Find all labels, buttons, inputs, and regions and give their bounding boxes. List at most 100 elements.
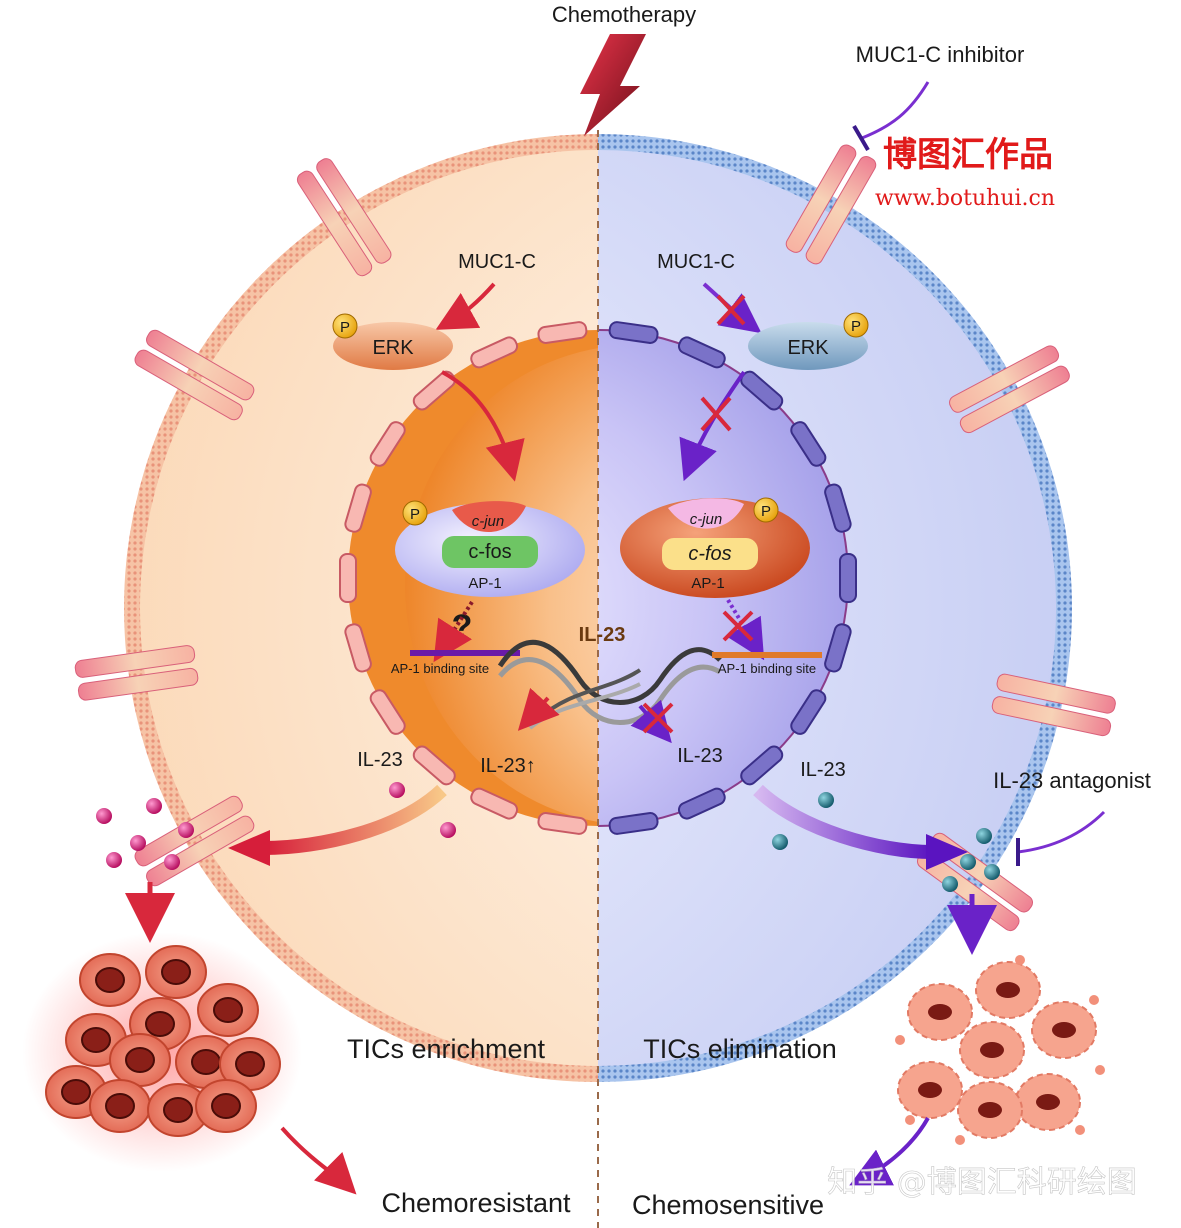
nuclear-pore-segment	[677, 787, 726, 820]
chemoresistant-label: Chemoresistant	[381, 1188, 571, 1218]
receptor	[134, 329, 255, 421]
cfos-left-label: c-fos	[468, 541, 511, 563]
muc1c-left-label: MUC1-C	[458, 251, 536, 273]
il23-cluster-right	[942, 828, 1000, 892]
il23-particle	[772, 834, 788, 850]
nuclear-pore-segment	[824, 623, 852, 673]
nuclear-pore-segment	[470, 787, 519, 820]
cjun-right-shape	[668, 498, 744, 529]
tumor-cell	[957, 1081, 1023, 1139]
erk-left	[333, 322, 453, 370]
nuclear-pore-segment	[369, 421, 406, 467]
chemoresistant-arrow	[280, 1126, 357, 1195]
secretion-arrow-left	[263, 784, 447, 855]
cell-debris	[1015, 955, 1025, 965]
tics-elimination-label: TICs elimination	[643, 1034, 837, 1064]
tumor-cell	[195, 1079, 257, 1133]
footer-watermark: 知乎 @博图汇科研绘图	[827, 1165, 1137, 1200]
muc1c-inhibitor-label: MUC1-C inhibitor	[856, 42, 1025, 67]
tumor-cell	[959, 1021, 1025, 1079]
cell-debris	[955, 1135, 965, 1145]
il23-left-out-label: IL-23	[357, 749, 403, 771]
phospho-icon-ap1-right	[753, 497, 779, 523]
muc1c-right-label: MUC1-C	[657, 251, 735, 273]
chemosensitive-label: Chemosensitive	[632, 1190, 824, 1220]
tumor-cell	[147, 1083, 209, 1137]
nuclear-pore-segment	[344, 483, 372, 533]
tumor-cell	[79, 953, 141, 1007]
blocked-x-icon-2	[700, 396, 732, 432]
phospho-icon-erk-right	[843, 312, 869, 338]
cjun-right-label: c-jun	[690, 511, 723, 528]
nuclear-pore-segment	[339, 553, 357, 603]
phospho-icon-erk-left	[332, 313, 358, 339]
binding-site-right-bar	[712, 652, 822, 658]
p-erk-left: P	[340, 319, 350, 336]
receptor	[949, 345, 1070, 434]
tumor-cell	[975, 961, 1041, 1019]
nuclear-pore-segment	[369, 689, 406, 735]
il23-particle	[818, 792, 834, 808]
tumor-cell	[897, 1061, 963, 1119]
watermark-url: www.botuhui.cn	[875, 186, 1055, 211]
nuclear-pore-segment	[824, 483, 852, 533]
tumor-cell	[907, 983, 973, 1041]
nuclear-pore-segment	[537, 321, 588, 344]
inhibitor-line	[861, 81, 930, 140]
p-ap1-left: P	[410, 506, 420, 523]
nuclear-pore-segment	[608, 812, 659, 835]
chemotherapy-label: Chemotherapy	[552, 2, 696, 27]
tics-enrichment-label: TICs enrichment	[347, 1034, 546, 1064]
nuclear-envelope-right	[608, 321, 857, 835]
il23-gene-label: IL-23	[579, 624, 626, 646]
blocked-x-icon-3	[722, 610, 754, 642]
il23-antagonist-label: IL-23 antagonist	[993, 768, 1151, 793]
binding-site-left-bar	[410, 650, 520, 656]
p-ap1-right: P	[761, 503, 771, 520]
muc1c-to-erk-arrow-left	[435, 282, 496, 330]
inhibitor-bar-icon	[852, 124, 870, 152]
cfos-right-label: c-fos	[688, 543, 731, 565]
tumor-cell	[65, 1013, 127, 1067]
nuclear-envelope-left	[339, 321, 588, 835]
il23-cluster-left	[96, 798, 194, 870]
il23-nucleus-right-label: IL-23	[677, 745, 723, 767]
receptor	[74, 645, 199, 701]
tumor-cell	[89, 1079, 151, 1133]
tumor-cell	[1015, 1073, 1081, 1131]
binding-site-right-label: AP-1 binding site	[718, 661, 816, 676]
nuclear-pore-segment	[790, 421, 827, 467]
tumor-cell	[1031, 1001, 1097, 1059]
nuclear-pore-segment	[344, 623, 372, 673]
receptor	[296, 158, 392, 277]
tumor-cell	[175, 1035, 237, 1089]
erk-left-label: ERK	[372, 337, 414, 359]
receptor	[785, 144, 877, 265]
nuclear-pore-segment	[677, 336, 726, 369]
ap1-right-label: AP-1	[691, 575, 724, 592]
nuclear-pore-segment	[537, 812, 588, 835]
il23-up-arrow	[517, 687, 560, 731]
nuclear-pore-segment	[470, 336, 519, 369]
chemosensitive-arrow	[849, 1117, 930, 1186]
nuclear-pore-segment	[412, 370, 456, 411]
cell-debris	[1095, 1065, 1105, 1075]
nuclear-pore-segment	[608, 321, 659, 344]
secretion-arrowhead-right	[926, 834, 968, 870]
cjun-left-shape	[452, 501, 526, 533]
il23-particle	[440, 822, 456, 838]
cell-debris	[1089, 995, 1099, 1005]
cjun-left-label: c-jun	[472, 513, 505, 530]
p-erk-right: P	[851, 318, 861, 335]
ap1-left-label: AP-1	[468, 575, 501, 592]
cfos-right-shape	[662, 538, 758, 570]
secretion-arrowhead-left	[228, 830, 270, 866]
cfos-left-shape	[442, 536, 538, 568]
erk-to-ap1-arrow-left	[441, 370, 525, 482]
tumor-cell	[145, 945, 207, 999]
cell-debris	[895, 1035, 905, 1045]
blocked-x-icon-1	[716, 294, 746, 326]
erk-right	[748, 322, 868, 370]
il23-right-out-label: IL-23	[800, 759, 846, 781]
